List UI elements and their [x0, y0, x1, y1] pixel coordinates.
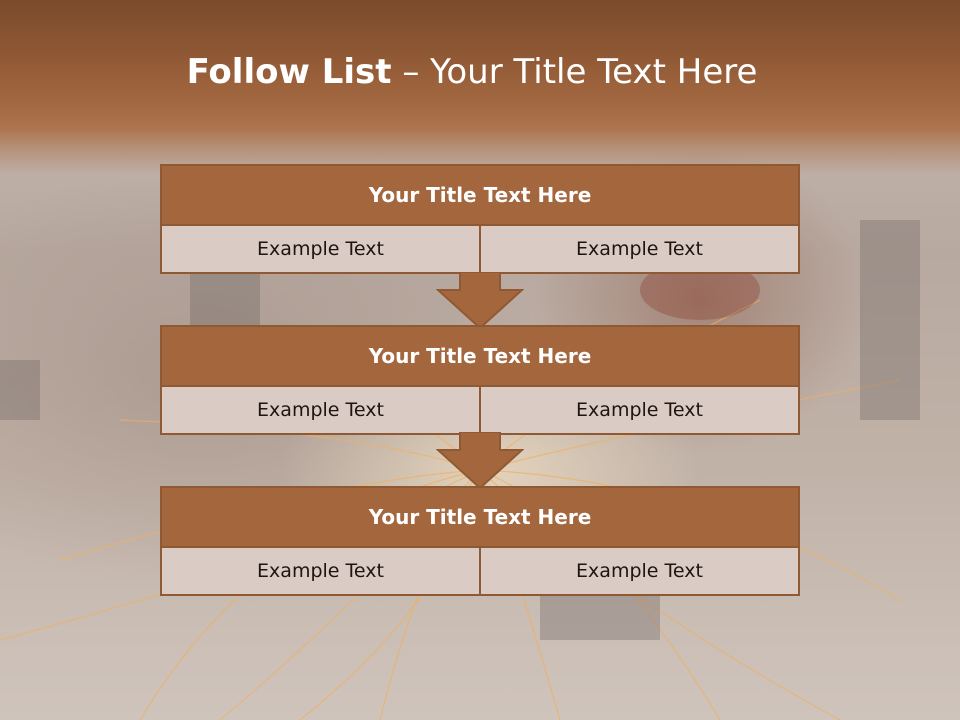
step-block-1: Your Title Text Here Example Text Exampl… — [160, 164, 800, 274]
step-block-2: Your Title Text Here Example Text Exampl… — [160, 325, 800, 435]
step-cell-right: Example Text — [479, 387, 798, 433]
step-title: Your Title Text Here — [162, 166, 798, 226]
step-row: Example Text Example Text — [162, 548, 798, 594]
step-row: Example Text Example Text — [162, 226, 798, 272]
step-cell-right: Example Text — [479, 548, 798, 594]
step-cell-left: Example Text — [162, 226, 479, 272]
step-cell-right: Example Text — [479, 226, 798, 272]
slide-title: Follow List – Your Title Text Here — [0, 52, 944, 92]
step-cell-left: Example Text — [162, 387, 479, 433]
step-cell-left: Example Text — [162, 548, 479, 594]
step-row: Example Text Example Text — [162, 387, 798, 433]
down-arrow-icon — [436, 272, 524, 328]
step-title: Your Title Text Here — [162, 327, 798, 387]
step-block-3: Your Title Text Here Example Text Exampl… — [160, 486, 800, 596]
down-arrow-icon — [436, 432, 524, 488]
step-title: Your Title Text Here — [162, 488, 798, 548]
slide-title-rest: – Your Title Text Here — [391, 52, 758, 92]
header-band — [0, 0, 960, 175]
slide-title-bold: Follow List — [186, 52, 392, 92]
